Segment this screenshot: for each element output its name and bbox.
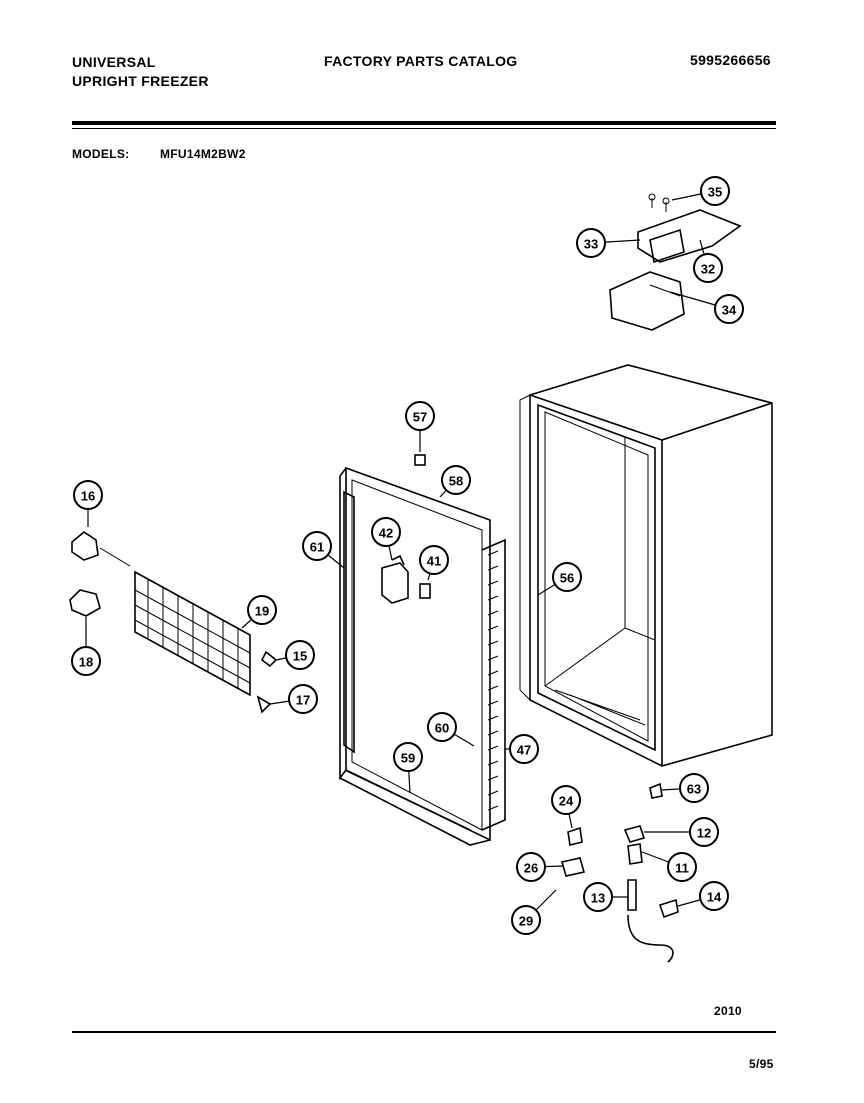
callout-29: 29 (511, 889, 557, 935)
catalog-number: 5995266656 (690, 52, 771, 68)
callout-13: 13 (583, 882, 628, 912)
callout-58: 58 (439, 465, 471, 498)
header-rule-thin (72, 128, 776, 129)
callout-34: 34 (669, 291, 744, 324)
callout-14: 14 (677, 881, 729, 911)
callout-label: 34 (722, 303, 737, 318)
callout-label: 42 (379, 526, 393, 541)
callout-label: 47 (517, 743, 531, 758)
callout-24: 24 (551, 785, 581, 829)
callout-label: 11 (675, 861, 689, 876)
freezer-cabinet (519, 364, 773, 767)
brand-line-2: UPRIGHT FREEZER (72, 73, 209, 89)
callout-label: 12 (697, 826, 711, 841)
callout-label: 26 (524, 861, 538, 876)
callout-label: 58 (449, 474, 463, 489)
callout-label: 14 (707, 890, 722, 905)
callout-15: 15 (275, 640, 315, 670)
callout-26: 26 (516, 852, 565, 882)
models-value: MFU14M2BW2 (160, 147, 246, 161)
callout-circle-61 (302, 531, 332, 561)
callout-circle-34 (714, 294, 744, 324)
grille-clips (256, 650, 278, 714)
callout-57: 57 (405, 401, 435, 452)
callout-label: 13 (591, 891, 605, 906)
callout-label: 16 (81, 489, 95, 504)
callout-circle-26 (516, 852, 546, 882)
callout-label: 15 (293, 649, 307, 664)
callout-circle-60 (427, 712, 457, 742)
hinge-parts (69, 531, 131, 617)
callout-circle-13 (583, 882, 613, 912)
callout-label: 17 (296, 693, 310, 708)
callout-47: 47 (505, 734, 539, 764)
callout-circle-18 (71, 646, 101, 676)
callout-circle-12 (689, 817, 719, 847)
callout-circle-15 (285, 640, 315, 670)
callout-circle-47 (509, 734, 539, 764)
callout-56: 56 (537, 562, 582, 596)
callout-12: 12 (644, 817, 719, 847)
callout-label: 29 (519, 914, 533, 929)
callout-circle-19 (247, 595, 277, 625)
callout-group: 35 33 32 34 57 58 16 61 42 41 56 19 15 18 17 60 47 59 63 24… (71, 176, 744, 935)
callout-18: 18 (71, 617, 101, 676)
models-label: MODELS: (72, 147, 130, 161)
callout-41: 41 (419, 545, 449, 581)
callout-32: 32 (693, 239, 723, 283)
callout-label: 32 (701, 262, 715, 277)
callout-label: 24 (559, 794, 574, 809)
callout-16: 16 (73, 480, 103, 527)
callout-circle-29 (511, 905, 541, 935)
callout-59: 59 (393, 742, 423, 794)
callout-label: 19 (255, 604, 269, 619)
catalog-title: FACTORY PARTS CATALOG (324, 53, 518, 69)
callout-circle-14 (699, 881, 729, 911)
callout-circle-17 (288, 684, 318, 714)
header-rule-thick (72, 121, 776, 125)
callout-circle-59 (393, 742, 423, 772)
callout-label: 33 (584, 237, 598, 252)
freezer-door (339, 466, 506, 846)
callout-11: 11 (641, 851, 697, 882)
callout-circle-56 (552, 562, 582, 592)
callout-label: 59 (401, 751, 415, 766)
callout-circle-32 (693, 253, 723, 283)
callout-35: 35 (671, 176, 730, 206)
thermostat-assembly (609, 193, 742, 331)
callout-label: 61 (310, 540, 324, 555)
callout-label: 35 (708, 185, 722, 200)
callout-label: 57 (413, 410, 427, 425)
callout-circle-11 (667, 852, 697, 882)
callout-label: 18 (79, 655, 93, 670)
callout-circle-16 (73, 480, 103, 510)
callout-63: 63 (661, 773, 709, 803)
callout-42: 42 (371, 517, 401, 561)
callout-circle-63 (679, 773, 709, 803)
figure-code: 2010 (714, 1004, 742, 1018)
callout-circle-24 (551, 785, 581, 815)
callout-circle-58 (441, 465, 471, 495)
door-bracket-parts (381, 554, 431, 604)
callout-circle-41 (419, 545, 449, 575)
toe-grille (134, 570, 251, 697)
callout-label: 60 (435, 721, 449, 736)
callout-label: 56 (560, 571, 574, 586)
callout-circle-57 (405, 401, 435, 431)
callout-label: 63 (687, 782, 701, 797)
callout-circle-42 (371, 517, 401, 547)
callout-17: 17 (269, 684, 318, 714)
callout-circle-35 (700, 176, 730, 206)
callout-19: 19 (241, 595, 277, 629)
callout-60: 60 (427, 712, 475, 747)
callout-33: 33 (576, 228, 641, 258)
callout-circle-33 (576, 228, 606, 258)
footer-date: 5/95 (749, 1057, 774, 1071)
brand-line-1: UNIVERSAL (72, 54, 156, 70)
callout-61: 61 (302, 531, 345, 569)
callout-label: 41 (427, 554, 441, 569)
drain-parts (414, 454, 679, 963)
